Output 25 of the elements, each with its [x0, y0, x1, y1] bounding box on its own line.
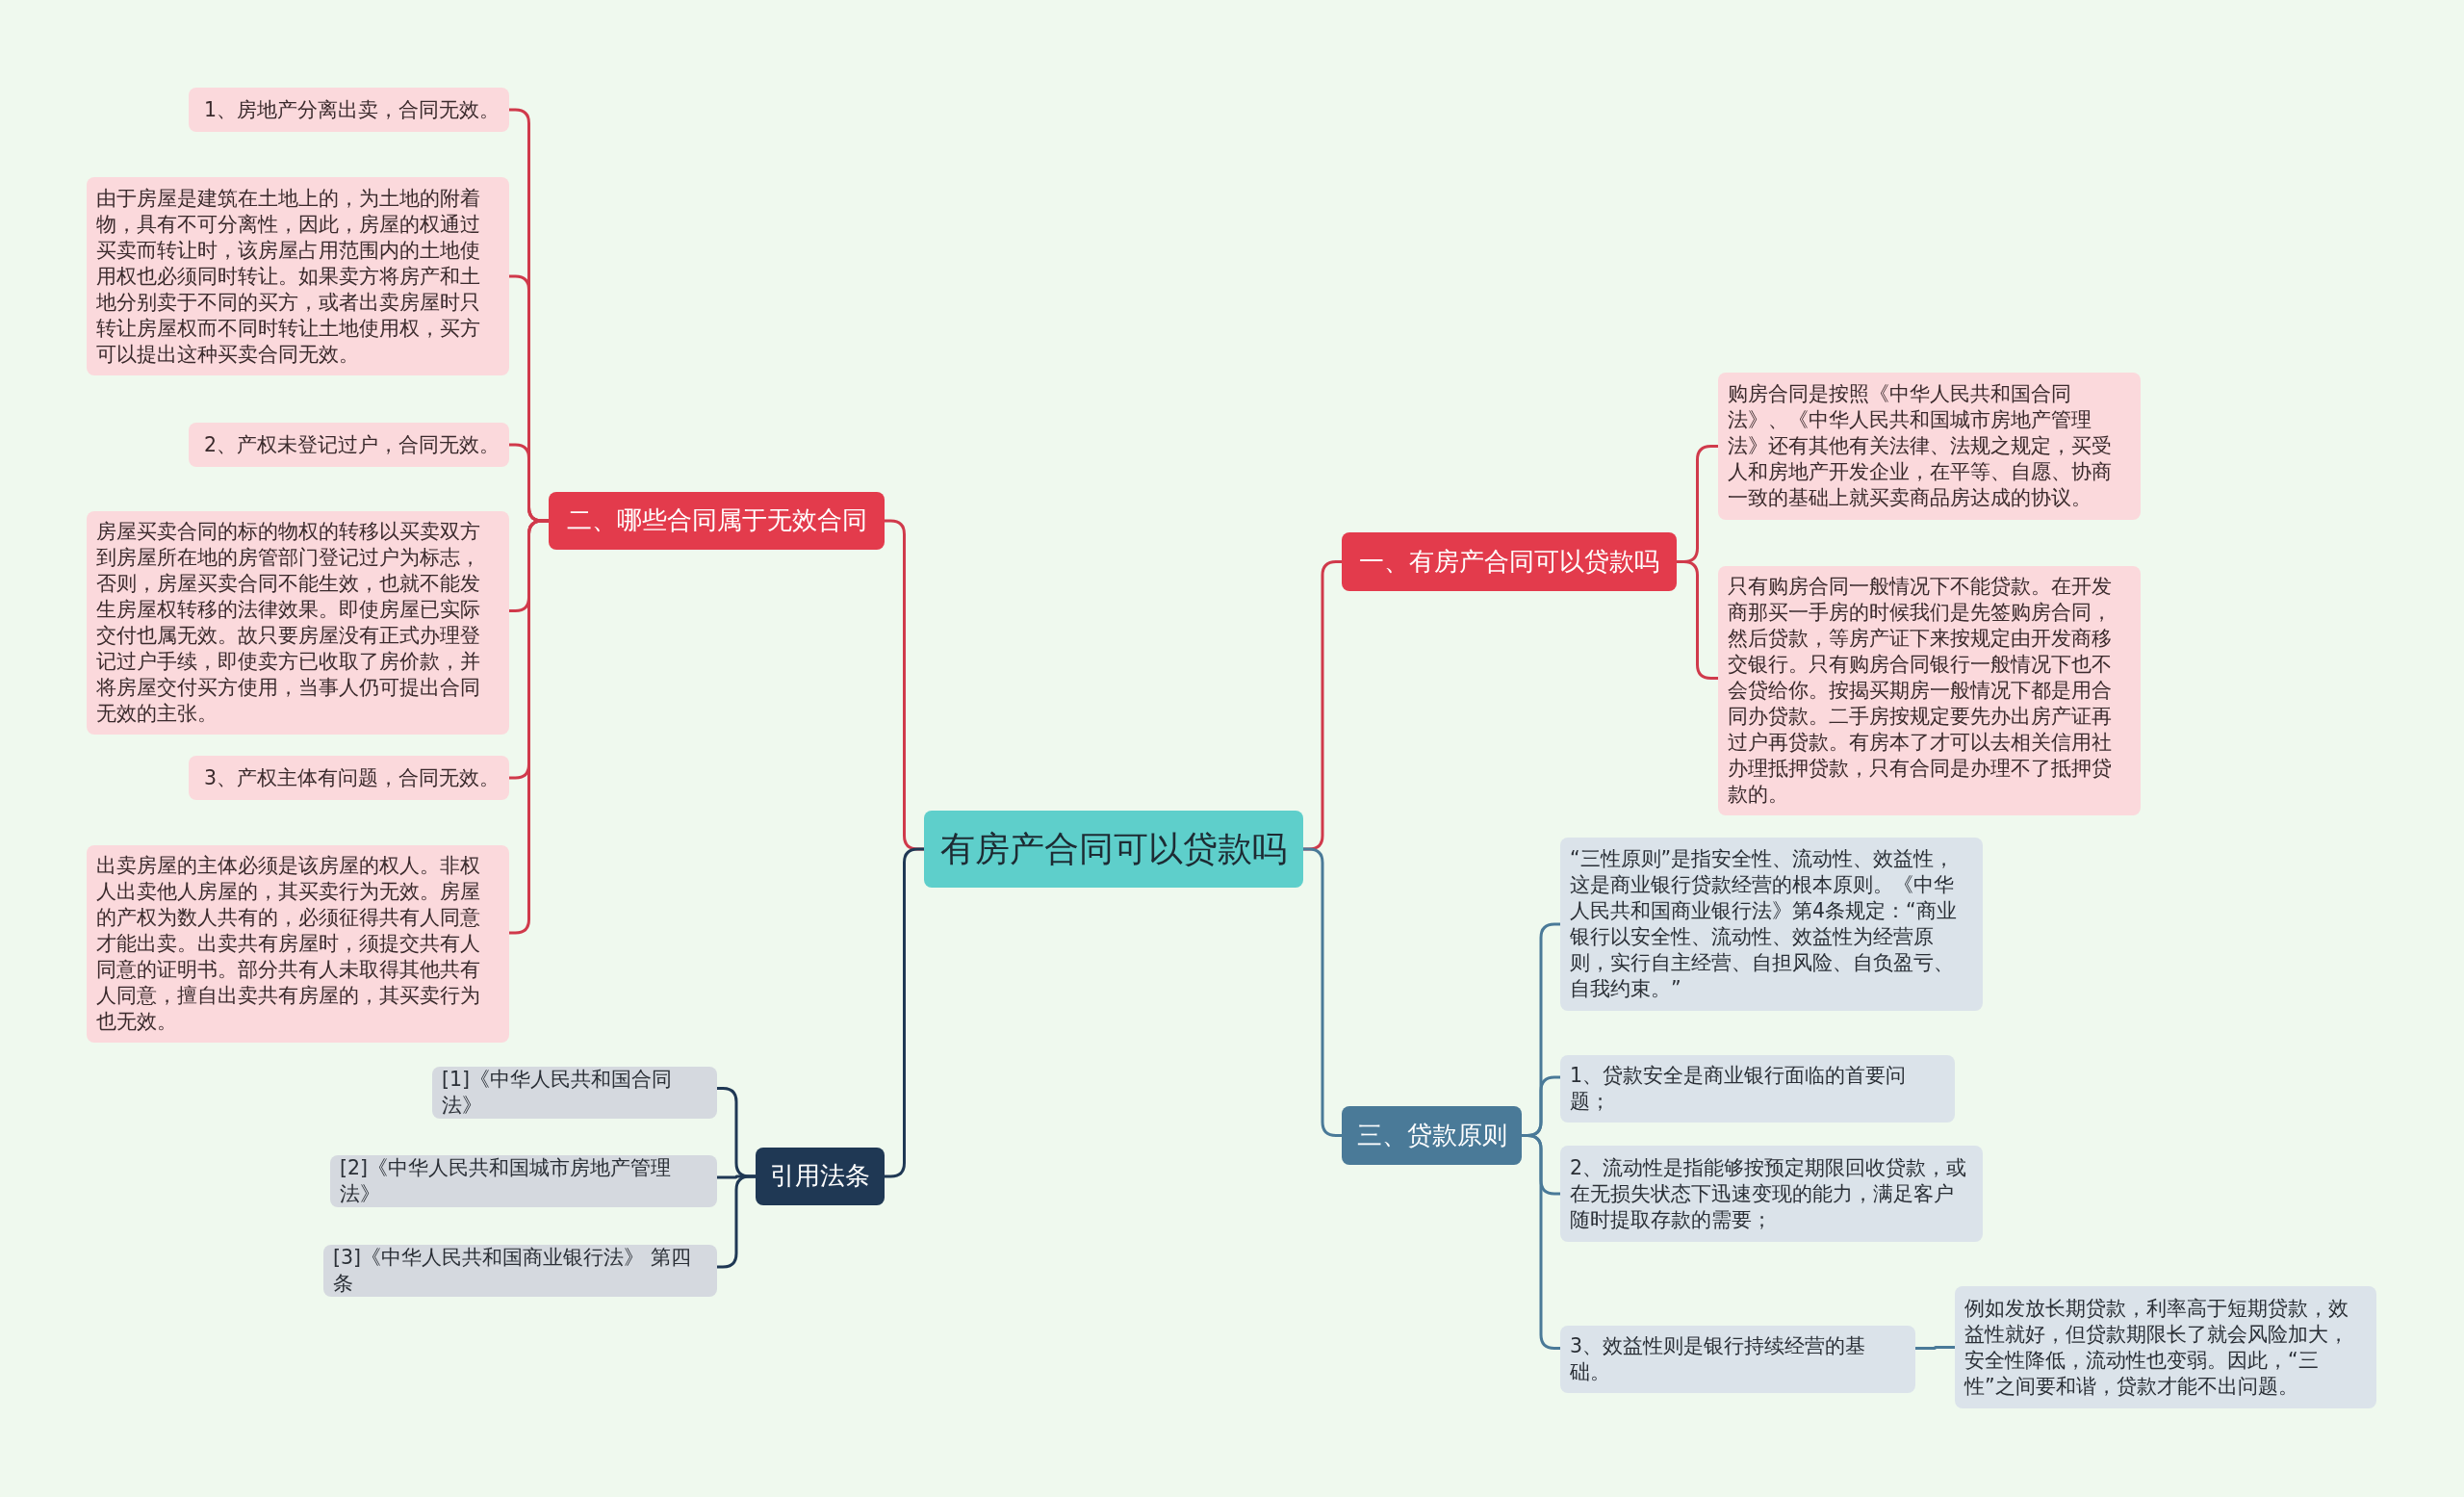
note-box: 3、产权主体有问题，合同无效。 — [189, 756, 509, 800]
note-box: 1、贷款安全是商业银行面临的首要问题； — [1560, 1055, 1955, 1123]
note-box: “三性原则”是指安全性、流动性、效益性，这是商业银行贷款经营的根本原则。《中华人民共和国商业银行法》第4条规定：“商业银行以安全性、流动性、效益性为经营原则，实行自主经营、自担风险、自负盈亏、自我约束。” — [1560, 838, 1983, 1011]
note-box: 出卖房屋的主体必须是该房屋的权人。非权人出卖他人房屋的，其买卖行为无效。房屋的产权为数人共有的，必须征得共有人同意才能出卖。出卖共有房屋时，须提交共有人同意的证明书。部分共有人未取得其他共有人同意，擅自出卖共有房屋的，其买卖行为也无效。 — [87, 845, 509, 1043]
note-box: 2、流动性是指能够按预定期限回收贷款，或在无损失状态下迅速变现的能力，满足客户随时提取存款的需要； — [1560, 1146, 1983, 1242]
topic-box: 二、哪些合同属于无效合同 — [549, 492, 885, 550]
topic-box: 引用法条 — [756, 1148, 885, 1205]
reference-box: [2]《中华人民共和国城市房地产管理法》 — [330, 1155, 717, 1207]
note-box: 只有购房合同一般情况下不能贷款。在开发商那买一手房的时候我们是先签购房合同，然后贷款，等房产证下来按规定由开发商移交银行。只有购房合同银行一般情况下也不会贷给你。按揭买期房一般情况下都是用合同办贷款。二手房按规定要先办出房产证再过户再贷款。有房本了才可以去相关信用社办理抵押贷款，只有合同是办理不了抵押贷款的。 — [1718, 566, 2141, 815]
note-box: 购房合同是按照《中华人民共和国合同法》、《中华人民共和国城市房地产管理法》还有其他有关法律、法规之规定，买受人和房地产开发企业，在平等、自愿、协商一致的基础上就买卖商品房达成的协议。 — [1718, 373, 2141, 520]
note-box: 3、效益性则是银行持续经营的基础。 — [1560, 1326, 1915, 1393]
connector-line — [1677, 560, 1718, 680]
note-box: 房屋买卖合同的标的物权的转移以买卖双方到房屋所在地的房管部门登记过户为标志，否则，房屋买卖合同不能生效，也就不能发生房屋权转移的法律效果。即使房屋已实际交付也属无效。故只要房屋没有正式办理登记过户手续，即使卖方已收取了房价款，并将房屋交付买方使用，当事人仍可提出合同无效的主张。 — [87, 511, 509, 735]
central-topic-box: 有房产合同可以贷款吗 — [924, 811, 1303, 888]
connector-line — [885, 847, 924, 1178]
reference-box: [1]《中华人民共和国合同法》 — [432, 1067, 717, 1119]
connector-line — [509, 519, 549, 935]
note-box: 由于房屋是建筑在土地上的，为土地的附着物，具有不可分离性，因此，房屋的权通过买卖而转让时，该房屋占用范围内的土地使用权也必须同时转让。如果卖方将房产和土地分别卖于不同的买方，或者出卖房屋时只转让房屋权而不同时转让土地使用权，买方可以提出这种买卖合同无效。 — [87, 177, 509, 375]
reference-box: [3]《中华人民共和国商业银行法》 第四条 — [323, 1245, 717, 1297]
note-box: 1、房地产分离出卖，合同无效。 — [189, 88, 509, 132]
topic-box: 三、贷款原则 — [1342, 1106, 1522, 1165]
note-box: 例如发放长期贷款，利率高于短期贷款，效益性就好，但贷款期限长了就会风险加大，安全性降低，流动性也变弱。因此，“三性”之间要和谐，贷款才能不出问题。 — [1955, 1286, 2376, 1408]
topic-box: 一、有房产合同可以贷款吗 — [1342, 532, 1677, 591]
connector-line — [1915, 1346, 1955, 1350]
note-box: 2、产权未登记过户，合同无效。 — [189, 423, 509, 467]
